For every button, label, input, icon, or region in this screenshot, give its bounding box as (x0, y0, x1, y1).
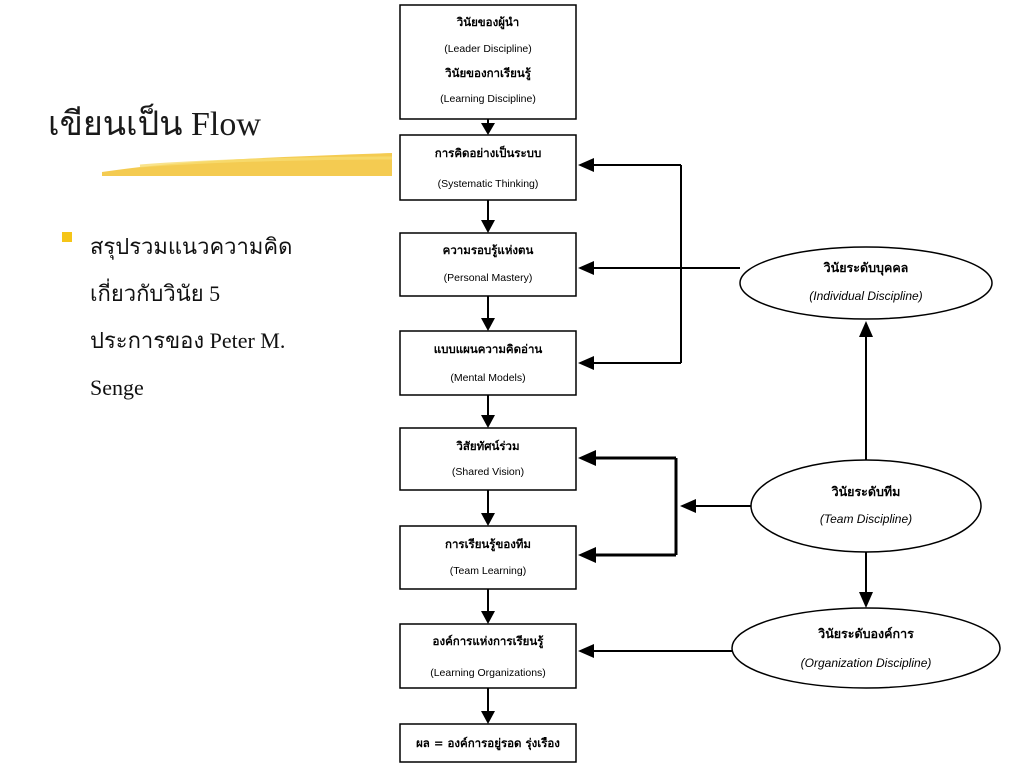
step-sublabel: (Leader Discipline) (444, 43, 532, 55)
step-box-team-learning: การเรียนรู้ของทีม (Team Learning) (399, 525, 577, 590)
bullet-line: เกี่ยวกับวินัย 5 (90, 281, 221, 306)
step-label: วิสัยทัศน์ร่วม (456, 439, 520, 453)
step-label: การคิดอย่างเป็นระบบ (435, 145, 542, 160)
step-sublabel: (Systematic Thinking) (438, 178, 539, 190)
step-box-shared-vision: วิสัยทัศน์ร่วม (Shared Vision) (399, 427, 577, 491)
step-label: องค์การแห่งการเรียนรู้ (433, 634, 545, 649)
step-box-systematic-thinking: การคิดอย่างเป็นระบบ (Systematic Thinking… (399, 134, 577, 201)
level-sublabel: (Individual Discipline) (809, 289, 922, 303)
step-sublabel: (Shared Vision) (452, 466, 524, 478)
step-label: ผล = องค์การอยู่รอด รุ่งเรือง (416, 736, 560, 751)
step-label: ความรอบรู้แห่งตน (443, 243, 534, 258)
bullet-line: สรุปรวมแนวความคิด (90, 234, 293, 259)
bullet-line: ประการของ Peter M. (90, 328, 286, 353)
connector-individual (578, 158, 740, 370)
step-sublabel: (Team Learning) (450, 565, 526, 577)
step-box-mental-models: แบบแผนความคิดอ่าน (Mental Models) (399, 330, 577, 396)
level-label: วินัยระดับทีม (831, 484, 901, 499)
step-label: แบบแผนความคิดอ่าน (434, 342, 543, 356)
step-sublabel: (Mental Models) (450, 372, 525, 384)
connector-organization (578, 644, 732, 658)
bullet-text: สรุปรวมแนวความคิด เกี่ยวกับวินัย 5 ประกา… (90, 223, 362, 411)
step-label: วินัยของกาเรียนรู้ (445, 66, 532, 81)
ellipse-individual-discipline: วินัยระดับบุคคล (Individual Discipline) (739, 246, 993, 320)
bullet-line: Senge (90, 375, 144, 400)
step-box-leader-learning: วินัยของผู้นำ (Leader Discipline) วินัยข… (399, 4, 577, 120)
step-sublabel: (Learning Discipline) (440, 93, 536, 105)
slide-title: เขียนเป็น Flow (48, 106, 261, 143)
connector-team (578, 450, 751, 563)
flow-down-arrows (481, 119, 495, 724)
step-box-outcome: ผล = องค์การอยู่รอด รุ่งเรือง (399, 723, 577, 763)
level-label: วินัยระดับองค์การ (817, 626, 914, 641)
bullet-list: สรุปรวมแนวความคิด เกี่ยวกับวินัย 5 ประกา… (62, 223, 362, 411)
level-sublabel: (Team Discipline) (820, 512, 912, 526)
step-sublabel: (Learning Organizations) (430, 667, 546, 679)
step-label: วินัยของผู้นำ (456, 15, 519, 30)
step-sublabel: (Personal Mastery) (444, 272, 533, 284)
ellipse-team-discipline: วินัยระดับทีม (Team Discipline) (750, 459, 982, 553)
step-box-personal-mastery: ความรอบรู้แห่งตน (Personal Mastery) (399, 232, 577, 297)
level-label: วินัยระดับบุคคล (823, 260, 909, 276)
step-label: การเรียนรู้ของทีม (445, 537, 531, 552)
level-sublabel: (Organization Discipline) (801, 656, 932, 670)
step-box-learning-organizations: องค์การแห่งการเรียนรู้ (Learning Organiz… (399, 623, 577, 689)
ellipse-organization-discipline: วินัยระดับองค์การ (Organization Discipli… (731, 607, 1001, 689)
bullet-marker-icon (62, 232, 72, 242)
connector-vertical-levels (859, 321, 873, 608)
